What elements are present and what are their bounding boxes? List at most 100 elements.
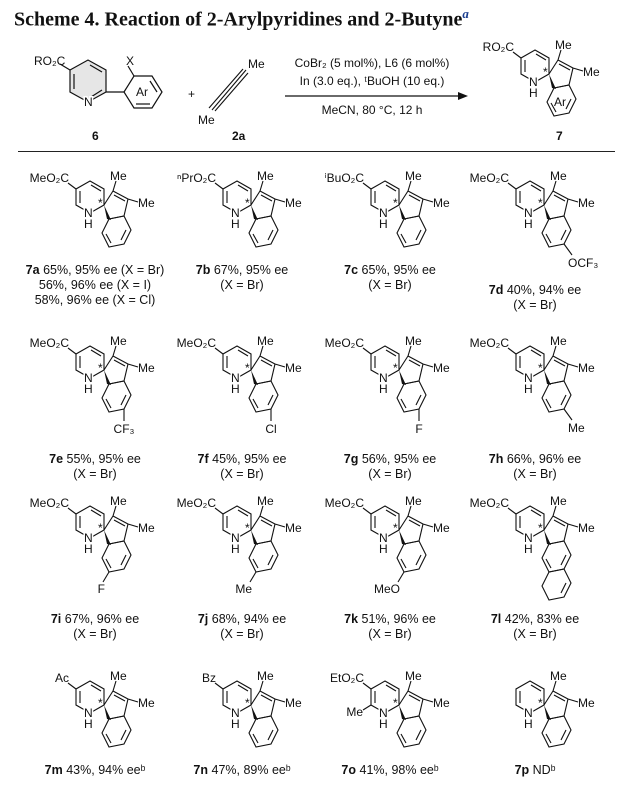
condition-2: In (3.0 eq.), ᵗBuOH (10 eq.) bbox=[300, 74, 445, 88]
reactant-x: X bbox=[126, 54, 134, 68]
ar-label: Ar bbox=[554, 95, 566, 109]
caption-line: (X = Br) bbox=[344, 627, 436, 642]
ester-label: EtO₂C bbox=[330, 671, 364, 685]
c6-methyl-label: Me bbox=[346, 705, 363, 719]
compound-id: 7j bbox=[197, 612, 209, 626]
yield-ee-text: (X = Br) bbox=[513, 467, 557, 481]
compound-caption: 7i 67%, 96% ee(X = Br) bbox=[51, 612, 139, 642]
nh-hydrogen-label: H bbox=[379, 542, 388, 556]
title-text: Scheme 4. Reaction of 2-Arylpyridines an… bbox=[14, 8, 463, 31]
compound-caption: 7k 51%, 96% ee(X = Br) bbox=[344, 612, 436, 642]
alkyne-2a bbox=[208, 68, 249, 112]
caption-line: 7m 43%, 94% eeᵇ bbox=[45, 763, 146, 778]
compound-caption: 7d 40%, 94% ee(X = Br) bbox=[489, 283, 581, 313]
aryl-substituent: Cl bbox=[265, 422, 276, 436]
methyl-label: Me bbox=[433, 696, 450, 710]
caption-line: (X = Br) bbox=[51, 627, 139, 642]
compound-caption: 7j 68%, 94% ee(X = Br) bbox=[198, 612, 286, 642]
compound-caption: 7f 45%, 95% ee(X = Br) bbox=[198, 452, 287, 482]
yield-ee-text: 65%, 95% ee (X = Br) bbox=[43, 263, 165, 277]
compound-id: 7a bbox=[25, 263, 40, 277]
methyl-label: Me bbox=[550, 169, 567, 183]
methyl-label: Me bbox=[405, 494, 422, 508]
caption-line: 7o 41%, 98% eeᵇ bbox=[341, 763, 438, 778]
ester-label: MeO₂C bbox=[30, 336, 70, 350]
stereocenter-star: * bbox=[538, 361, 543, 375]
ester-label: ⁱBuO₂C bbox=[325, 171, 365, 185]
stereocenter-star: * bbox=[538, 696, 543, 710]
methyl-label: Me bbox=[433, 521, 450, 535]
methyl-label: Me bbox=[578, 521, 595, 535]
condition-3: MeCN, 80 °C, 12 h bbox=[322, 103, 423, 117]
yield-ee-text: 43%, 94% eeᵇ bbox=[66, 763, 146, 777]
nh-hydrogen-label: H bbox=[379, 217, 388, 231]
methyl-label: Me bbox=[285, 196, 302, 210]
yield-ee-text: (X = Br) bbox=[220, 467, 264, 481]
nh-hydrogen-label: H bbox=[84, 217, 93, 231]
yield-ee-text: 55%, 95% ee bbox=[66, 452, 141, 466]
nh-hydrogen-label: H bbox=[524, 717, 533, 731]
caption-line: (X = Br) bbox=[344, 278, 436, 293]
compound-id: 7m bbox=[44, 763, 63, 777]
methyl-label: Me bbox=[138, 196, 155, 210]
caption-line: 7e 55%, 95% ee bbox=[49, 452, 141, 467]
methyl-label: Me bbox=[550, 669, 567, 683]
nitrogen-label: N bbox=[231, 371, 240, 385]
nitrogen-label: N bbox=[379, 371, 388, 385]
nitrogen-label: N bbox=[379, 531, 388, 545]
stereocenter-star: * bbox=[393, 696, 398, 710]
yield-ee-text: (X = Br) bbox=[368, 467, 412, 481]
title-footnote: a bbox=[462, 6, 469, 21]
yield-ee-text: 68%, 94% ee bbox=[211, 612, 287, 626]
nh-hydrogen-label: H bbox=[524, 542, 533, 556]
stereocenter-star: * bbox=[245, 361, 250, 375]
nitrogen-label: N bbox=[84, 706, 93, 720]
compound-id: 7d bbox=[488, 283, 504, 297]
compound-caption: 7a 65%, 95% ee (X = Br)56%, 96% ee (X = … bbox=[26, 263, 165, 308]
nh-hydrogen-label: H bbox=[379, 382, 388, 396]
plus-sign: + bbox=[188, 87, 195, 101]
methyl-label: Me bbox=[578, 696, 595, 710]
nitrogen-label: N bbox=[231, 531, 240, 545]
methyl-label: Me bbox=[550, 494, 567, 508]
compound-caption: 7e 55%, 95% ee(X = Br) bbox=[49, 452, 141, 482]
methyl-label: Me bbox=[433, 361, 450, 375]
methyl-label: Me bbox=[405, 669, 422, 683]
yield-ee-text: 51%, 96% ee bbox=[361, 612, 436, 626]
reactant-ar: Ar bbox=[136, 85, 148, 99]
compound-id: 7g bbox=[343, 452, 359, 466]
nh-hydrogen-label: H bbox=[84, 717, 93, 731]
nitrogen-label: N bbox=[231, 206, 240, 220]
scheme-title: Scheme 4. Reaction of 2-Arylpyridines an… bbox=[14, 6, 469, 32]
methyl-label: Me bbox=[110, 334, 127, 348]
compound-caption: 7n 47%, 89% eeᵇ bbox=[193, 763, 290, 778]
nh-hydrogen-label: H bbox=[231, 717, 240, 731]
yield-ee-text: 56%, 95% ee bbox=[361, 452, 437, 466]
ester-label: MeO₂C bbox=[177, 336, 217, 350]
caption-line: 7d 40%, 94% ee bbox=[489, 283, 581, 298]
methyl-label: Me bbox=[257, 669, 274, 683]
caption-line: (X = Br) bbox=[198, 627, 286, 642]
nitrogen-label: N bbox=[231, 706, 240, 720]
ester-label: MeO₂C bbox=[470, 496, 510, 510]
caption-line: (X = Br) bbox=[196, 278, 288, 293]
ester-label: MeO₂C bbox=[325, 496, 365, 510]
nh-hydrogen-label: H bbox=[231, 542, 240, 556]
ester-label: MeO₂C bbox=[325, 336, 365, 350]
compound-caption: 7c 65%, 95% ee(X = Br) bbox=[344, 263, 436, 293]
ester-label: MeO₂C bbox=[470, 336, 510, 350]
caption-line: 7a 65%, 95% ee (X = Br) bbox=[26, 263, 165, 278]
